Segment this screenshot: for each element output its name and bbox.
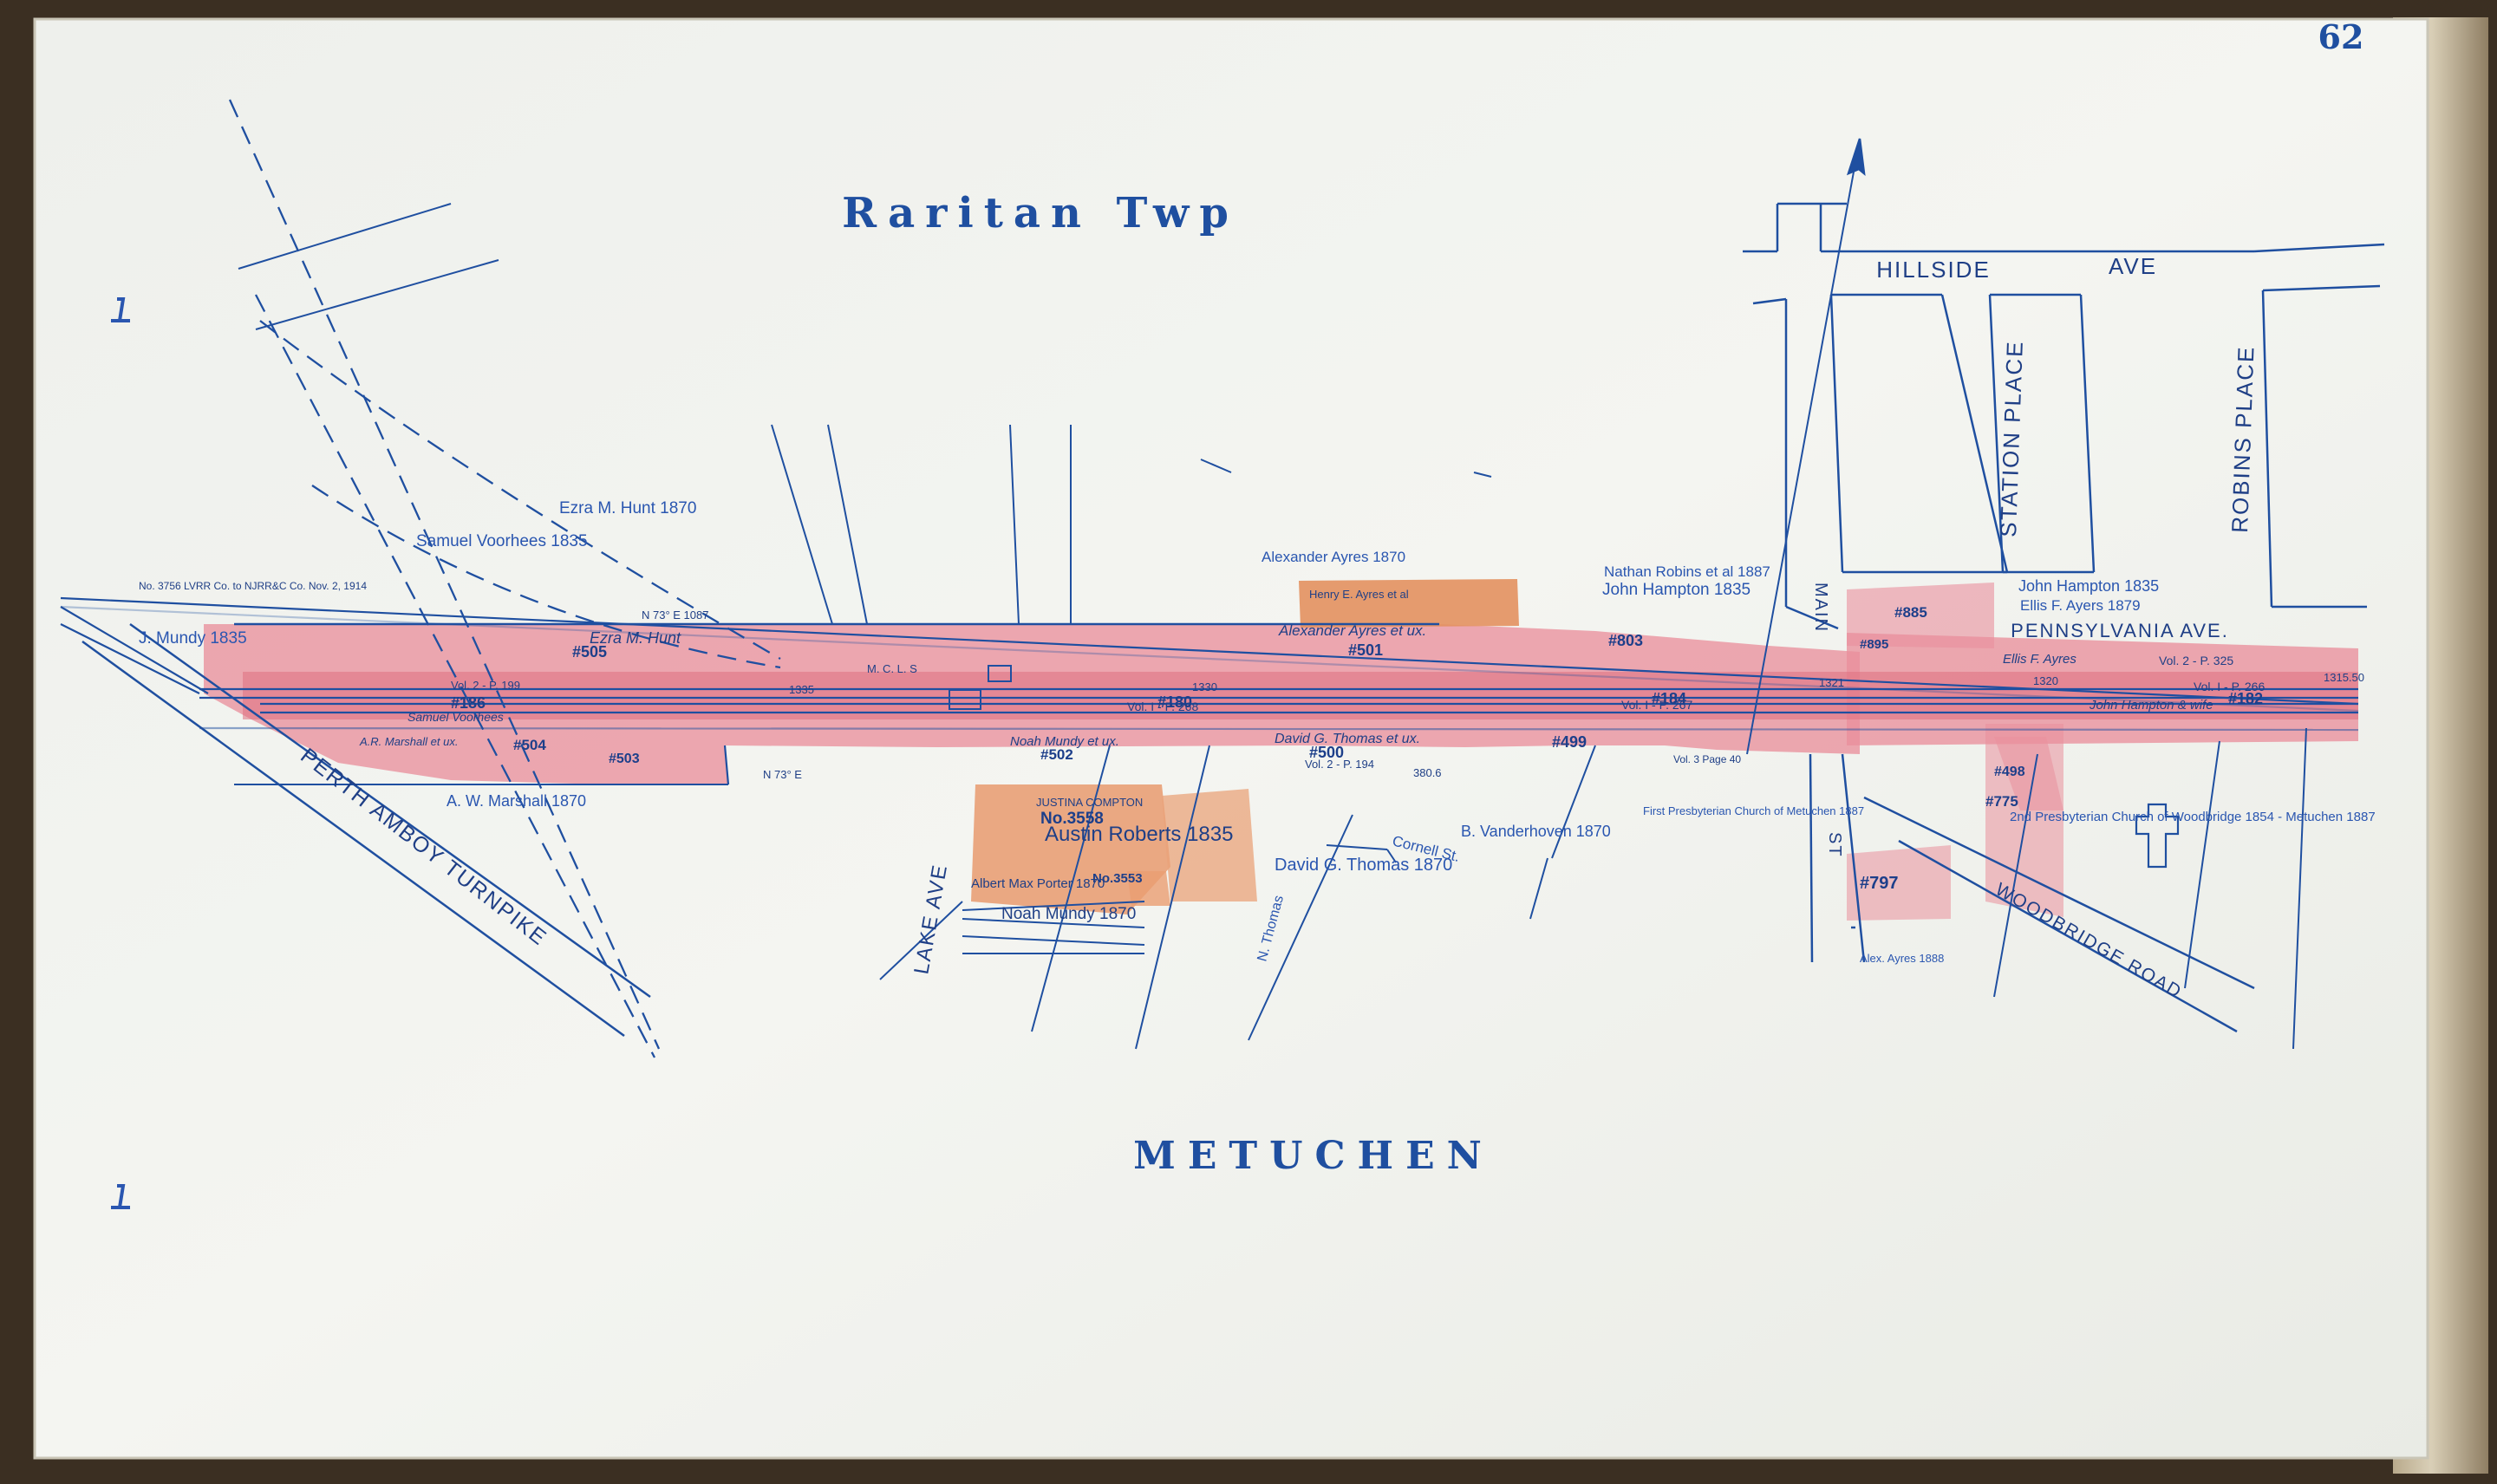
owner-nathan-robins: Nathan Robins et al 1887 — [1604, 563, 1770, 580]
strip-henry-ayres: Henry E. Ayres et al — [1309, 588, 1409, 601]
note-vol-1-p267: Vol. I - P. 267 — [1621, 698, 1692, 712]
survey-lines — [238, 203, 2307, 1050]
owner-ezra-hunt-1870: Ezra M. Hunt 1870 — [559, 499, 696, 517]
parcel-503: #503 — [609, 752, 640, 766]
note-1315: 1315.50 — [2324, 671, 2364, 684]
margin-mark-top — [111, 297, 130, 322]
owner-austin-roberts: Austin Roberts 1835 — [1045, 823, 1233, 846]
strip-david-thomas: David G. Thomas et ux. — [1275, 732, 1420, 746]
note-vol-2-p199: Vol. 2 - P. 199 — [451, 679, 520, 692]
strip-albert-porter: Albert Max Porter 1870 — [971, 876, 1105, 891]
parcel-502: #502 — [1040, 746, 1073, 763]
hillside-label: HILLSIDE — [1876, 257, 1991, 283]
note-1321: 1321 — [1819, 676, 1844, 689]
parcel-180: #180 — [1157, 693, 1192, 711]
parcel-182: #182 — [2228, 690, 2263, 707]
strip-noah-mundy-1870: Noah Mundy 1870 — [1001, 905, 1136, 923]
owner-john-hampton-a: John Hampton 1835 — [1602, 581, 1751, 599]
parcel-504: #504 — [513, 737, 546, 753]
strip-samuel-voorhees: Samuel Voorhees — [407, 710, 504, 724]
parcel-184: #184 — [1652, 690, 1686, 707]
parcel-803: #803 — [1608, 632, 1643, 649]
note-vol-1-p266: Vol. I - P. 266 — [2194, 680, 2265, 693]
parcel-3558: No.3558 — [1040, 810, 1104, 828]
owner-alexander-ayres-1870: Alexander Ayres 1870 — [1262, 549, 1405, 565]
perth-amboy-turnpike-lines — [81, 622, 651, 1038]
strip-alexander-ayres: Alexander Ayres et ux. — [1278, 622, 1426, 639]
church-symbol — [2135, 803, 2180, 869]
note-vol-2-p325: Vol. 2 - P. 325 — [2159, 654, 2233, 667]
parcel-186: #186 — [451, 694, 486, 712]
strip-john-hampton-wife: John Hampton & wife — [2089, 698, 2213, 713]
township-title: Raritan Twp — [842, 189, 1239, 238]
owner-aw-marshall: A. W. Marshall 1870 — [447, 792, 586, 810]
note-380: 380.6 — [1413, 766, 1442, 779]
note-vol-i-p268: Vol. I - P. 268 — [1127, 700, 1198, 713]
note-vol-2-p194: Vol. 2 - P. 194 — [1305, 758, 1374, 771]
note-lvrr: No. 3756 LVRR Co. to NJRR&C Co. Nov. 2, … — [139, 580, 367, 592]
owner-second-presbyterian: 2nd Presbyterian Church of Woodbridge 18… — [2010, 810, 2376, 824]
owner-first-presbyterian: First Presbyterian Church of Metuchen 18… — [1643, 804, 1864, 817]
parcel-498: #498 — [1994, 765, 2025, 779]
parcel-775: #775 — [1985, 793, 2018, 810]
note-mcls: M. C. L. S — [867, 662, 917, 675]
hillside-ave-label: AVE — [2109, 253, 2157, 279]
note-n73e: N 73° E — [763, 768, 802, 781]
owner-alex-ayres-1888: Alex. Ayres 1888 — [1860, 952, 1944, 965]
main-label: MAIN — [1811, 583, 1830, 633]
parcel-505: #505 — [572, 643, 607, 661]
parcel-3553: No.3553 — [1092, 871, 1143, 886]
pennsylvania-ave-label: PENNSYLVANIA AVE. — [2011, 620, 2229, 641]
strip-ezra-hunt: Ezra M. Hunt — [590, 629, 681, 647]
parcel-797: #797 — [1860, 874, 1899, 893]
rail-lines — [60, 596, 2359, 785]
owner-david-thomas: David G. Thomas 1870 — [1275, 856, 1452, 875]
strip-noah-mundy: Noah Mundy et ux. — [1010, 734, 1119, 749]
strip-ar-marshall: A.R. Marshall et ux. — [359, 735, 458, 748]
parcel-500: #500 — [1309, 744, 1344, 761]
st-label: ST — [1825, 832, 1844, 858]
note-1330: 1330 — [1192, 680, 1217, 693]
town-title: METUCHEN — [1133, 1134, 1494, 1178]
station-platform — [949, 689, 981, 710]
parcel-895: #895 — [1860, 637, 1888, 652]
note-1320: 1320 — [2033, 674, 2058, 687]
note-n73e-1087: N 73° E 1087 — [642, 609, 708, 622]
strip-ellis-ayres: Ellis F. Ayres — [2003, 652, 2076, 667]
owner-b-vanderhoven: B. Vanderhoven 1870 — [1461, 823, 1611, 840]
owner-j-mundy: J. Mundy 1835 — [139, 629, 247, 648]
note-1335: 1335 — [789, 683, 814, 696]
parcel-885: #885 — [1894, 604, 1927, 621]
station-building — [988, 665, 1012, 682]
strip-justina-compton: JUSTINA COMPTON — [1036, 796, 1143, 809]
page-number: 62 — [2318, 17, 2364, 56]
orange-parcels — [971, 579, 1519, 914]
owner-ellis-ayers: Ellis F. Ayers 1879 — [2020, 597, 2141, 614]
margin-mark-bottom — [111, 1184, 130, 1209]
note-vol3-page40: Vol. 3 Page 40 — [1673, 753, 1741, 765]
owner-john-hampton-b: John Hampton 1835 — [2018, 577, 2159, 595]
owner-samuel-voorhees-1835: Samuel Voorhees 1835 — [416, 532, 588, 550]
parcel-501: #501 — [1348, 641, 1383, 659]
street-grid — [1743, 138, 2385, 1033]
parcel-499: #499 — [1552, 733, 1587, 751]
dashed-survey-lines — [228, 99, 781, 1058]
